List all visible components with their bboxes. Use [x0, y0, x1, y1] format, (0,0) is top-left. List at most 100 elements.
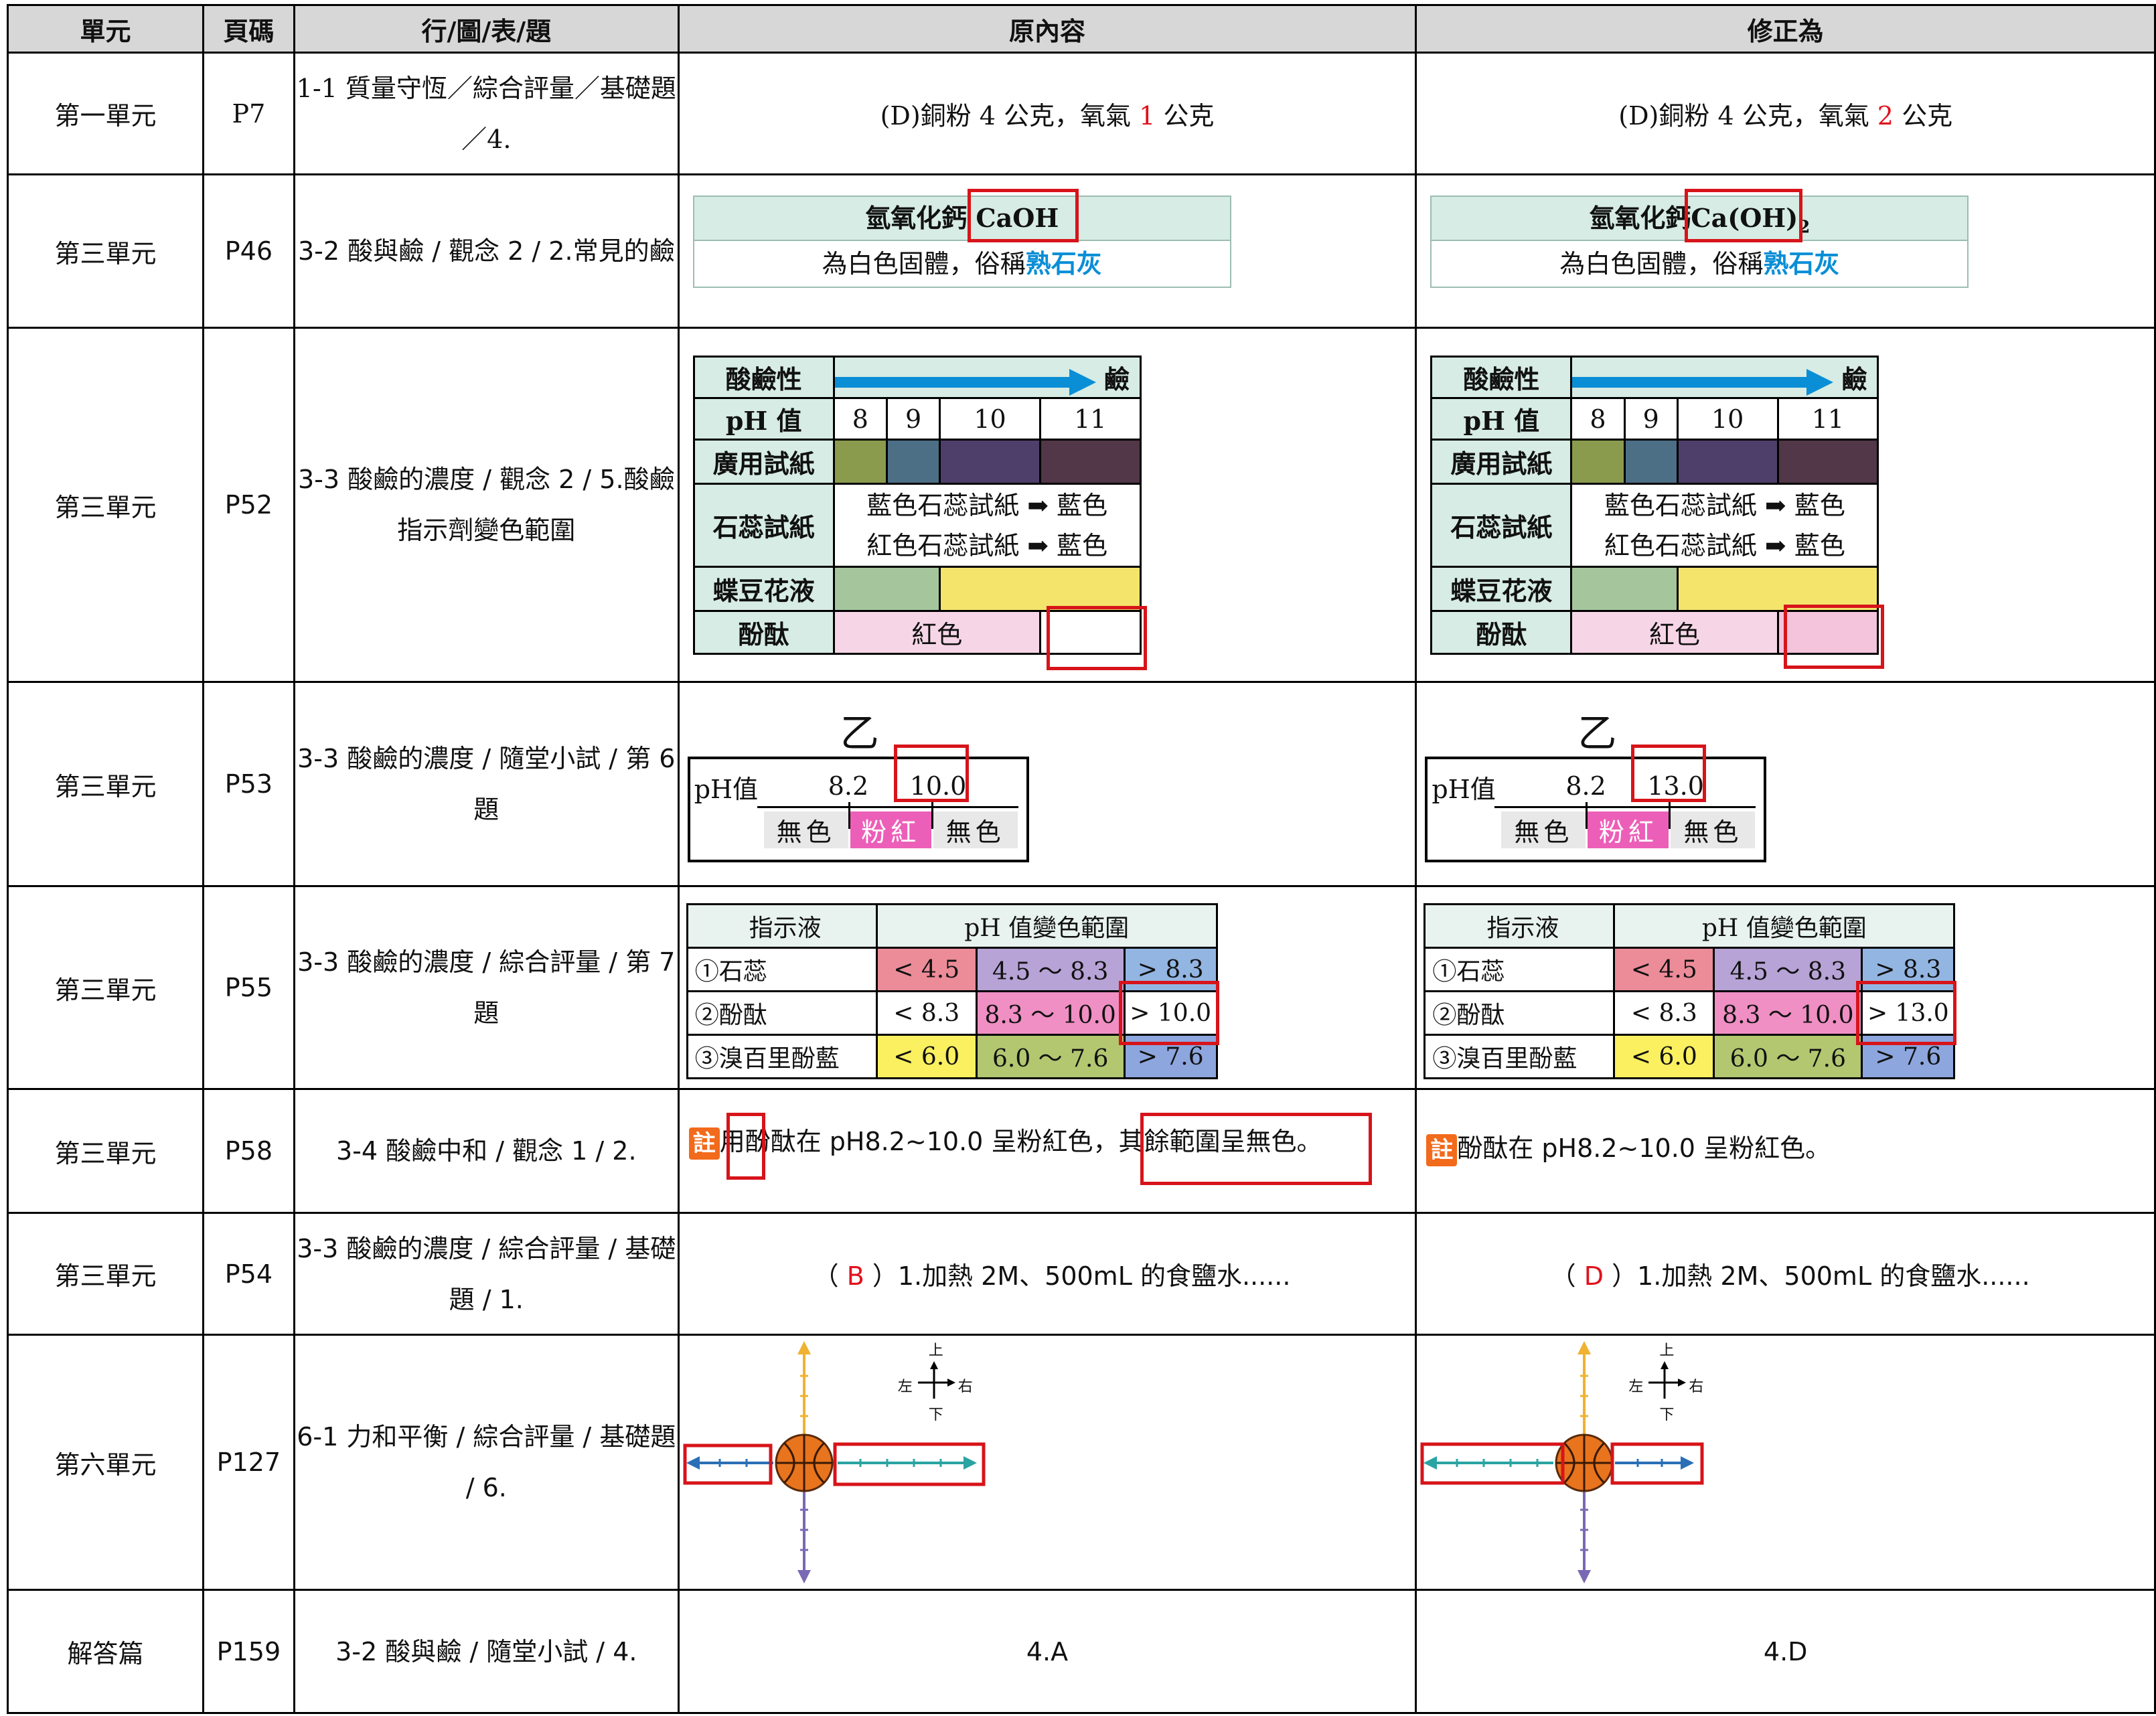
original-cell: (D)銅粉 4 公克，氧氣 1 公克	[677, 52, 1417, 175]
highlight-number: 2	[1877, 101, 1894, 131]
table-row: 第三單元 P53 3-3 酸鹼的濃度 / 隨堂小試 / 第 6 題 乙 pH值 …	[7, 681, 2156, 887]
original-cell: 上 下 左 右	[677, 1334, 1417, 1591]
header-original: 原內容	[677, 4, 1417, 54]
unit-cell: 解答篇	[7, 1589, 204, 1714]
corrected-cell: 上 下 左 右	[1415, 1334, 2156, 1591]
compass-right: 右	[1689, 1379, 1704, 1395]
highlight-number: 1	[1139, 101, 1156, 131]
table-row: 第三單元 P54 3-3 酸鹼的濃度 / 綜合評量 / 基礎題 / 1. （ B…	[7, 1212, 2156, 1336]
answer-letter: D	[1584, 1261, 1604, 1291]
header-corrected: 修正為	[1415, 4, 2156, 54]
unit-cell: 第一單元	[7, 52, 204, 175]
compass-down: 下	[928, 1407, 943, 1423]
highlight-box	[1118, 981, 1219, 1045]
answer-letter: B	[846, 1261, 864, 1291]
corrected-cell: 4.D	[1415, 1589, 2156, 1714]
page-cell: P55	[202, 885, 295, 1090]
page-cell: P58	[202, 1088, 295, 1214]
compass-left: 左	[897, 1379, 913, 1395]
highlight-box	[1685, 189, 1803, 242]
corrected-cell: (D)銅粉 4 公克，氧氣 2 公克	[1415, 52, 2156, 175]
original-cell: 氫氧化鈣 CaOH 為白色固體，俗稱熟石灰	[677, 173, 1417, 329]
corrected-text: (D)銅粉 4 公克，氧氣 2 公克	[1618, 101, 1953, 131]
original-cell: 乙 pH值 8.2 10.0 無色 粉紅 無色	[677, 681, 1417, 887]
figure-label: 乙	[1577, 710, 1617, 756]
ph-line-box: pH值 8.2 13.0 無色 粉紅 無色	[1425, 757, 1767, 862]
highlight-box	[1140, 1113, 1372, 1185]
corrected-cell: 乙 pH值 8.2 13.0 無色 粉紅 無色	[1415, 681, 2156, 887]
corrected-cell: 氫氧化鈣Ca(OH)2 為白色固體，俗稱熟石灰	[1415, 173, 2156, 329]
page-cell: P46	[202, 173, 295, 329]
phenol-last-cell	[1038, 610, 1142, 655]
ph-line-box: pH值 8.2 10.0 無色 粉紅 無色	[687, 757, 1029, 862]
original-cell: （ B ）1.加熱 2M、500mL 的食鹽水......	[677, 1212, 1417, 1336]
table-row: 第三單元 P52 3-3 酸鹼的濃度 / 觀念 2 / 5.酸鹼指示劑變色範圍 …	[7, 327, 2156, 683]
unit-cell: 第六單元	[7, 1334, 204, 1591]
location-cell: 3-4 酸鹼中和 / 觀念 1 / 2.	[293, 1088, 680, 1214]
original-cell: 註用酚酞在 pH8.2~10.0 呈粉紅色，其餘範圍呈無色。	[677, 1088, 1417, 1214]
original-text: (D)銅粉 4 公克，氧氣 1 公克	[880, 101, 1215, 131]
highlight-box	[726, 1113, 765, 1180]
header-location: 行/圖/表/題	[293, 4, 680, 54]
table-row: 解答篇 P159 3-2 酸與鹼 / 隨堂小試 / 4. 4.A 4.D	[7, 1589, 2156, 1714]
location-cell: 3-3 酸鹼的濃度 / 綜合評量 / 基礎題 / 1.	[293, 1212, 680, 1336]
note-icon: 註	[688, 1127, 720, 1160]
page-cell: P52	[202, 327, 295, 683]
compass-up: 上	[1659, 1342, 1675, 1359]
compass-up: 上	[928, 1342, 943, 1359]
force-diagram	[683, 1341, 986, 1583]
original-cell: 4.A	[677, 1589, 1417, 1714]
original-cell: 酸鹼性 鹼 pH 值 8 9 10 11	[677, 327, 1417, 683]
highlight-box	[1784, 605, 1885, 669]
unit-cell: 第三單元	[7, 1212, 204, 1336]
location-cell: 3-2 酸與鹼 / 隨堂小試 / 4.	[293, 1589, 680, 1714]
location-cell: 3-3 酸鹼的濃度 / 綜合評量 / 第 7 題	[293, 885, 680, 1090]
page-cell: P54	[202, 1212, 295, 1336]
header-row: 單元 頁碼 行/圖/表/題 原內容 修正為	[7, 4, 2156, 54]
note-icon: 註	[1426, 1134, 1458, 1166]
compass-left: 左	[1628, 1379, 1644, 1395]
figure-label: 乙	[840, 710, 879, 756]
formula: Ca(OH)	[1691, 203, 1798, 233]
table-row: 第一單元 P7 1-1 質量守恆／綜合評量／基礎題／4. (D)銅粉 4 公克，…	[7, 52, 2156, 175]
highlight-box	[1856, 981, 1957, 1045]
unit-cell: 第三單元	[7, 327, 204, 683]
table-row: 第六單元 P127 6-1 力和平衡 / 綜合評量 / 基礎題 / 6.	[7, 1334, 2156, 1591]
table-row: 第三單元 P58 3-4 酸鹼中和 / 觀念 1 / 2. 註用酚酞在 pH8.…	[7, 1088, 2156, 1214]
compass-right: 右	[957, 1379, 973, 1395]
highlight-box	[1046, 606, 1147, 670]
tick2: 13.0	[1647, 771, 1704, 801]
page-cell: P127	[202, 1334, 295, 1591]
location-cell: 3-2 酸與鹼 / 觀念 2 / 2.常見的鹼	[293, 173, 680, 329]
indicator-table: 酸鹼性 鹼 pH 值 8 9 10 11	[692, 356, 1142, 655]
page-cell: P53	[202, 681, 295, 887]
compass-down: 下	[1659, 1407, 1675, 1423]
page-cell: P159	[202, 1589, 295, 1714]
table-row: 第三單元 P46 3-2 酸與鹼 / 觀念 2 / 2.常見的鹼 氫氧化鈣 Ca…	[7, 173, 2156, 329]
header-page: 頁碼	[202, 4, 295, 54]
phenol-last-cell	[1776, 610, 1879, 655]
header-unit: 單元	[7, 4, 204, 54]
indicator-table: 酸鹼性 鹼 pH 值 8 9 10 11	[1430, 356, 1879, 655]
highlight-box	[967, 189, 1079, 242]
formula: CaOH	[976, 203, 1059, 233]
location-cell: 3-3 酸鹼的濃度 / 隨堂小試 / 第 6 題	[293, 681, 680, 887]
location-cell: 6-1 力和平衡 / 綜合評量 / 基礎題 / 6.	[293, 1334, 680, 1591]
corrected-cell: （ D ）1.加熱 2M、500mL 的食鹽水......	[1415, 1212, 2156, 1336]
tick2: 10.0	[909, 771, 967, 801]
phenol-range-last: > 10.0	[1123, 990, 1218, 1036]
errata-table: 單元 頁碼 行/圖/表/題 原內容 修正為 第一單元 P7 1-1 質量守恆／綜…	[7, 4, 2156, 1714]
calcium-hydroxide-box: 氫氧化鈣 CaOH 為白色固體，俗稱熟石灰	[692, 196, 1231, 288]
corrected-cell: 註酚酞在 pH8.2~10.0 呈粉紅色。	[1415, 1088, 2156, 1214]
page-cell: P7	[202, 52, 295, 175]
unit-cell: 第三單元	[7, 681, 204, 887]
force-diagram	[1420, 1341, 1704, 1583]
unit-cell: 第三單元	[7, 885, 204, 1090]
highlight-box	[1631, 745, 1707, 802]
location-cell: 3-3 酸鹼的濃度 / 觀念 2 / 5.酸鹼指示劑變色範圍	[293, 327, 680, 683]
